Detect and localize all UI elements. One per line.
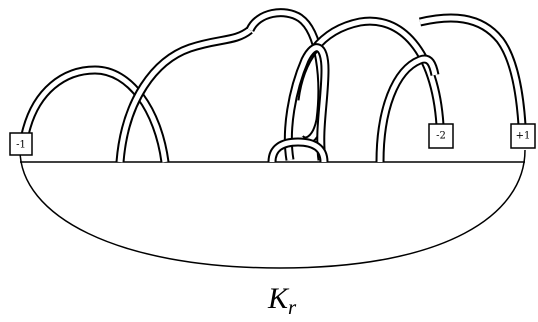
band-far-right-arch bbox=[418, 13, 527, 126]
twist-box-left: -1 bbox=[9, 132, 33, 156]
twist-box-middle: -2 bbox=[428, 123, 454, 149]
caption-subscript: r bbox=[288, 295, 297, 319]
caption: Kr bbox=[267, 282, 297, 319]
twist-box-middle-label: -2 bbox=[436, 131, 446, 142]
band-small-bump bbox=[267, 137, 329, 163]
twist-box-right: +1 bbox=[510, 123, 536, 149]
band-inner-arch bbox=[375, 54, 440, 163]
caption-main: K bbox=[267, 282, 290, 315]
twist-box-right-label: +1 bbox=[516, 131, 531, 142]
bottom-loop bbox=[19, 149, 526, 269]
band-left-arch bbox=[20, 65, 170, 163]
band-second-arch bbox=[115, 26, 253, 163]
twist-box-left-label: -1 bbox=[16, 140, 26, 151]
band-middle-twist bbox=[283, 43, 330, 161]
